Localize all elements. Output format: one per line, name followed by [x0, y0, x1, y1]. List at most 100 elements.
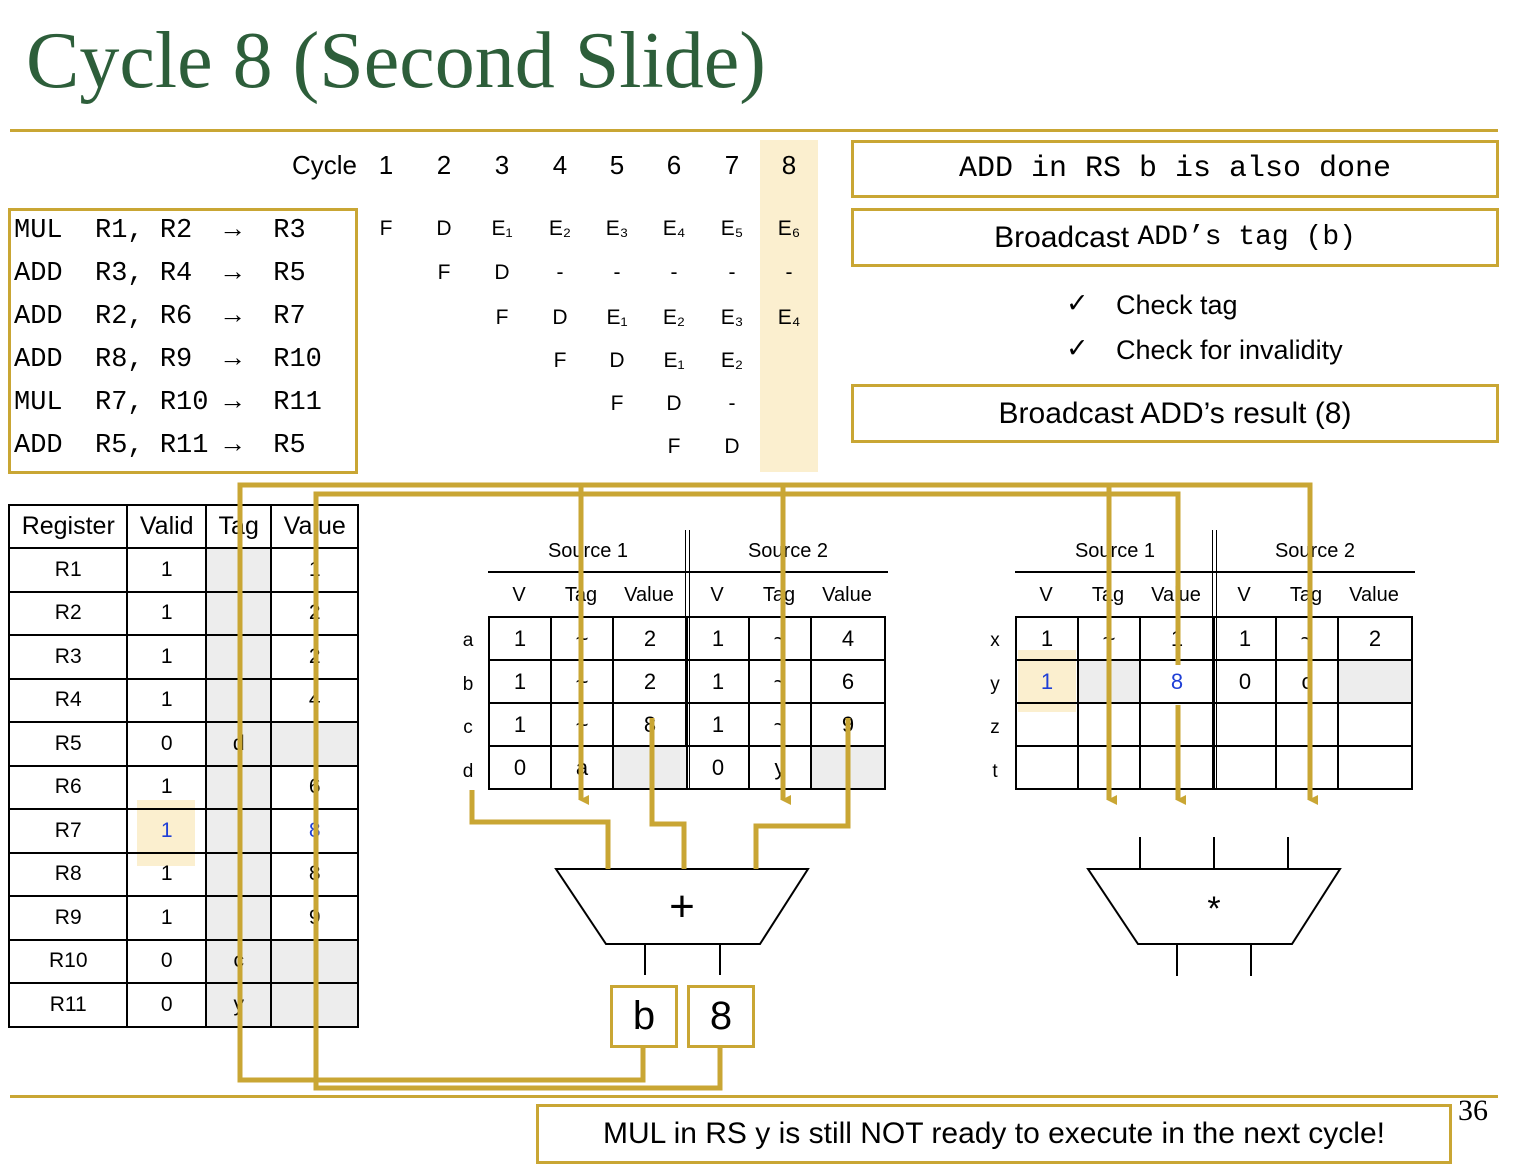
add-alu	[554, 868, 810, 945]
check-invalid-text: Check for invalidity	[1116, 335, 1343, 365]
rs-add-col-header: Tag	[762, 584, 796, 606]
pipeline-stage: -	[728, 261, 736, 284]
rs-add-cell: 1	[686, 659, 750, 704]
mul-alu	[1086, 868, 1342, 945]
rs-add-row-label: c	[463, 717, 473, 738]
rs-mul-cell	[1337, 702, 1413, 747]
register-valid-cell: 1	[126, 547, 207, 593]
pipeline-stage: F	[610, 392, 624, 415]
bottom-rule	[10, 1095, 1498, 1098]
rs-add-row-label: d	[462, 760, 474, 782]
rs-add-header-rule	[488, 571, 888, 573]
register-reg-cell: R6	[7, 764, 129, 810]
check-tag-text: Check tag	[1116, 290, 1238, 320]
pipeline-stage: E₁	[491, 217, 513, 240]
pipeline-stage: D	[494, 261, 510, 284]
pipeline-stage: E₄	[777, 306, 801, 329]
pipeline-stage: E₁	[606, 306, 628, 329]
rs-mul-row-label: y	[990, 673, 1000, 695]
rs-add-cell: 6	[810, 659, 886, 704]
register-reg-cell: R4	[7, 677, 129, 723]
register-reg-cell: R5	[7, 721, 129, 767]
output-value-box: 8	[687, 985, 755, 1048]
register-valid-cell: 1	[126, 851, 207, 897]
rs-mul-cell: 1	[1213, 616, 1277, 661]
register-valid-cell: 1	[126, 634, 207, 680]
title-rule	[10, 129, 1498, 132]
rs-mul-cell: ~	[1275, 616, 1339, 661]
rs-add-col-header: V	[512, 584, 526, 606]
pipeline-stage: -	[728, 392, 736, 415]
output-value: 8	[709, 994, 733, 1038]
rs-mul-cell: 2	[1337, 616, 1413, 661]
pipeline-stage: D	[552, 306, 568, 329]
instruction-row: ADD R5, R11 → R5	[14, 431, 306, 461]
instruction-box	[8, 208, 358, 474]
rs-mul-row-label: x	[990, 630, 1000, 651]
pipeline-stage: D	[724, 435, 740, 458]
pipeline-stage: E₂	[548, 217, 572, 240]
rs-mul-col-header: Tag	[1289, 584, 1323, 606]
pipeline-stage: -	[556, 261, 564, 284]
pipeline-stage: -	[785, 261, 793, 284]
cycle-number: 8	[781, 150, 797, 180]
register-valid-cell: 1	[126, 590, 207, 636]
instruction-row: MUL R7, R10 → R11	[14, 388, 322, 418]
rs-mul-cell	[1275, 702, 1339, 747]
rs-add-cell: 0	[686, 745, 750, 790]
rs-add-cell: 1	[488, 659, 552, 704]
rs-add-row-label: a	[462, 630, 474, 651]
rs-mul-row-label: t	[992, 760, 998, 782]
register-valid-cell: 0	[126, 721, 207, 767]
register-reg-cell: R11	[7, 982, 129, 1028]
rs-mul-cell: 1	[1015, 616, 1079, 661]
instruction-row: ADD R3, R4 → R5	[14, 259, 306, 289]
output-tag-box: b	[610, 985, 678, 1048]
cycle-8-highlight	[760, 140, 818, 472]
register-valid-cell: 1	[126, 764, 207, 810]
rs-mul-cell: 0	[1213, 659, 1277, 704]
check-mark-1: ✓	[1066, 288, 1089, 318]
rs-add-cell: y	[748, 745, 812, 790]
rs-add-source1-header: Source 1	[547, 540, 629, 562]
register-reg-cell: R1	[7, 547, 129, 593]
pipeline-stage: D	[666, 392, 682, 415]
rs-mul-cell	[1015, 745, 1079, 790]
rs-add-col-header: Value	[822, 584, 872, 606]
register-valid-cell: 1	[126, 677, 207, 723]
cycle-label: Cycle	[292, 150, 358, 180]
rs-mul-col-header: Value	[1349, 584, 1399, 606]
slide-number: 36	[1458, 1094, 1488, 1127]
rs-mul-col-header: V	[1237, 584, 1251, 606]
broadcast-tag-note: Broadcast ADD’s tag (b)	[851, 208, 1499, 267]
register-reg-cell: R7	[7, 808, 129, 854]
rs-mul-row-label: z	[990, 717, 1000, 738]
rs-add-cell: 4	[810, 616, 886, 661]
pipeline-stage: E₃	[605, 217, 629, 240]
rs-add-cell: 2	[612, 659, 688, 704]
rs-mul-header-rule	[1015, 571, 1415, 573]
rs-mul-cell	[1337, 659, 1413, 704]
broadcast-result-note: Broadcast ADD’s result (8)	[851, 384, 1499, 443]
pipeline-stage: -	[613, 261, 621, 284]
pipeline-stage: F	[437, 261, 451, 284]
rs-mul-cell	[1213, 702, 1277, 747]
mul-alu-symbol: *	[1207, 890, 1221, 928]
register-col-header: Register	[7, 504, 129, 549]
register-valid-cell: 1	[126, 895, 207, 941]
pipeline-stage: -	[670, 261, 678, 284]
pipeline-stage: E₆	[777, 217, 801, 240]
register-col-header: Valid	[126, 504, 207, 549]
rs-mul-col-header: V	[1039, 584, 1053, 606]
rs-add-cell: 0	[488, 745, 552, 790]
output-tag: b	[632, 994, 656, 1038]
pipeline-stage: D	[436, 217, 452, 240]
rs-add-cell: ~	[748, 702, 812, 747]
rs-add-cell: 1	[488, 702, 552, 747]
rs-add-cell: 2	[612, 616, 688, 661]
